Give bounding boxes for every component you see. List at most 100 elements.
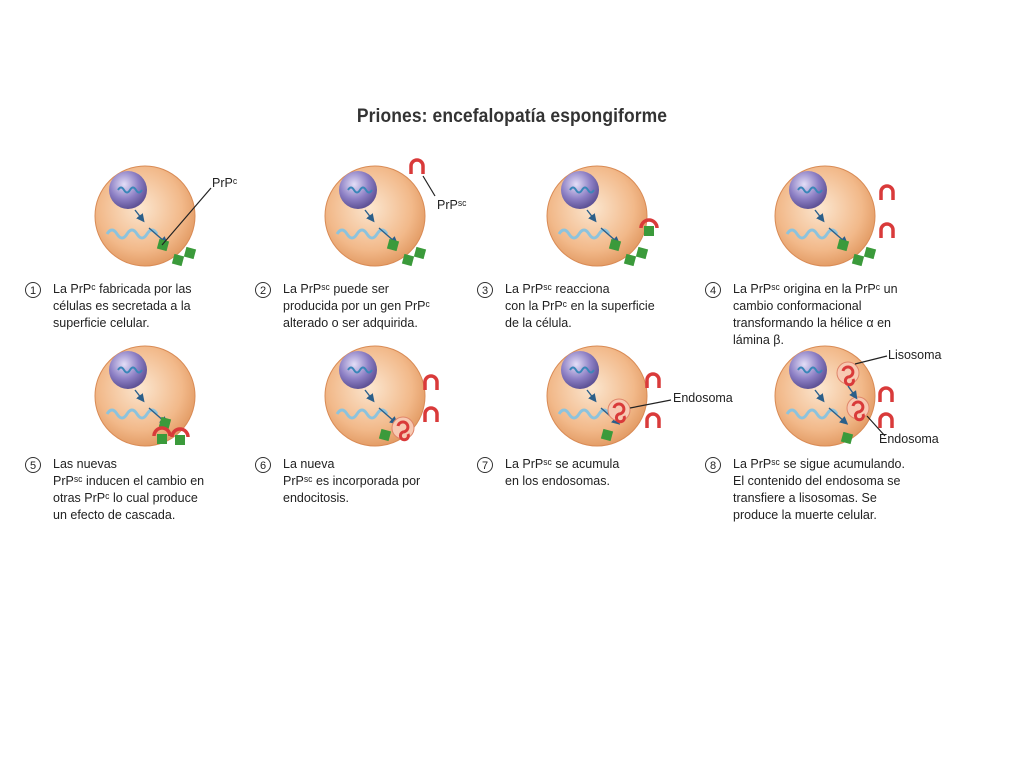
dna-strand	[569, 186, 595, 194]
prpsc-protein	[878, 386, 894, 402]
prpc-protein	[600, 428, 614, 442]
transcription-arrow	[586, 389, 597, 403]
step-number: 7	[477, 457, 493, 473]
step-text: Las nuevas PrPˢᶜ inducen el cambio en ot…	[53, 457, 205, 522]
cell-membrane	[94, 345, 196, 447]
dna-strand	[347, 186, 373, 194]
prpsc-aggregate	[612, 402, 626, 424]
endosome-vesicle	[836, 361, 860, 385]
step-text: La PrPˢᶜ origina en la PrPᶜ un cambio co…	[733, 282, 898, 347]
prpsc-protein	[879, 222, 895, 238]
step-text: La PrPˢᶜ reacciona con la PrPᶜ en la sup…	[505, 282, 655, 330]
endosome-vesicle	[846, 396, 870, 420]
prpc-protein	[401, 253, 415, 267]
prpc-protein	[158, 416, 172, 430]
mrna-strand	[335, 408, 389, 420]
prpsc-protein	[170, 427, 190, 438]
step-4-panel: 4 La PrPˢᶜ origina en la PrPᶜ un cambio …	[705, 158, 935, 358]
transfer-arrow	[847, 385, 858, 400]
nucleus	[561, 171, 599, 209]
step-3-panel: 3 La PrPˢᶜ reacciona con la PrPᶜ en la s…	[477, 158, 707, 358]
prpsc-protein	[409, 158, 425, 174]
step-7-panel: Endosoma 7 La PrPˢᶜ se acumula en los en…	[477, 338, 733, 538]
endosoma-label: Endosoma	[879, 432, 939, 446]
prpsc-protein	[645, 372, 661, 388]
nucleus	[109, 351, 147, 389]
step-number: 8	[705, 457, 721, 473]
transcription-arrow	[364, 209, 375, 223]
step-1-panel: PrPᶜ 1 La PrPᶜ fabricada por las células…	[25, 158, 255, 358]
transcription-arrow	[586, 209, 597, 223]
endosome-vesicle	[391, 416, 415, 440]
prpc-protein	[183, 246, 197, 260]
cell-membrane	[774, 165, 876, 267]
cell-membrane	[774, 345, 876, 447]
prpsc-label: PrPˢᶜ	[437, 198, 467, 212]
cell-illustration	[94, 345, 196, 447]
prpc-protein	[157, 434, 167, 444]
prpc-protein	[836, 238, 850, 252]
prpc-protein	[386, 238, 400, 252]
prpsc-aggregate	[851, 400, 865, 422]
dna-strand	[117, 186, 143, 194]
step-8-panel: Lisosoma Endosoma 8 La PrPˢᶜ se sigue ac…	[705, 338, 942, 538]
prpsc-protein	[879, 184, 895, 200]
transcription-arrow	[814, 389, 825, 403]
cell-illustration	[774, 345, 894, 447]
transcription-arrow	[814, 209, 825, 223]
prpc-protein	[840, 431, 854, 445]
nucleus	[789, 351, 827, 389]
prpsc-aggregate	[841, 365, 855, 387]
prpsc-protein	[423, 406, 439, 422]
mrna-strand	[557, 228, 611, 240]
step-text: La nueva PrPˢᶜ es incorporada por endoci…	[283, 457, 421, 505]
dna-strand	[569, 366, 595, 374]
cell-illustration	[94, 165, 212, 267]
prpc-protein	[378, 428, 392, 442]
step-text: La PrPˢᶜ puede ser producida por un gen …	[283, 282, 430, 330]
transcription-arrow	[364, 389, 375, 403]
step-5-panel: 5 Las nuevas PrPˢᶜ inducen el cambio en …	[25, 338, 255, 538]
cell-membrane	[94, 165, 196, 267]
lisosoma-pointer-line	[854, 355, 888, 365]
dna-strand	[117, 366, 143, 374]
step-text: La PrPˢᶜ se acumula en los endosomas.	[505, 457, 620, 488]
prpc-protein	[623, 253, 637, 267]
endosoma-pointer-line	[629, 399, 672, 409]
cell-illustration	[774, 165, 895, 267]
cell-membrane	[546, 165, 648, 267]
nucleus	[561, 351, 599, 389]
step-number: 1	[25, 282, 41, 298]
cell-illustration	[324, 345, 439, 447]
prpc-protein	[608, 238, 622, 252]
endosoma-pointer-line	[866, 415, 886, 437]
prpc-protein	[413, 246, 427, 260]
prpc-protein	[156, 238, 170, 252]
cell-illustration	[546, 345, 672, 447]
step-number: 4	[705, 282, 721, 298]
step-number: 3	[477, 282, 493, 298]
nucleus	[789, 171, 827, 209]
cell-membrane	[324, 165, 426, 267]
nucleus	[339, 351, 377, 389]
step-6-panel: 6 La nueva PrPˢᶜ es incorporada por endo…	[255, 338, 485, 538]
step-number: 2	[255, 282, 271, 298]
prpc-protein	[863, 246, 877, 260]
step-number: 6	[255, 457, 271, 473]
lisosoma-label: Lisosoma	[888, 348, 942, 362]
mrna-strand	[335, 228, 389, 240]
prpc-protein	[171, 253, 185, 267]
prpsc-pointer-line	[422, 175, 436, 197]
dna-strand	[797, 366, 823, 374]
transcription-arrow	[134, 389, 145, 403]
cell-membrane	[546, 345, 648, 447]
prpsc-aggregate	[396, 420, 410, 442]
nucleus	[109, 171, 147, 209]
prpc-protein	[635, 246, 649, 260]
prpc-protein	[851, 253, 865, 267]
nucleus	[339, 171, 377, 209]
endosome-vesicle	[607, 398, 631, 422]
prpc-pointer-line	[161, 187, 212, 246]
dna-strand	[797, 186, 823, 194]
endosoma-label: Endosoma	[673, 391, 733, 405]
